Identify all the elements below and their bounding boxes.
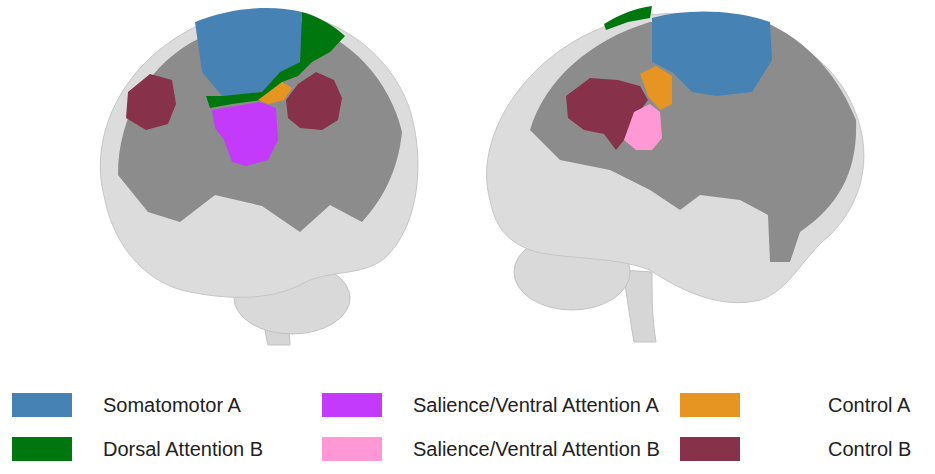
legend-swatch — [680, 437, 740, 461]
control-b-region — [286, 72, 342, 130]
legend-swatch — [322, 437, 382, 461]
salience-b-region — [624, 104, 662, 150]
legend-label: Salience/Ventral Attention B — [413, 437, 660, 461]
somatomotor-a-region — [195, 8, 302, 96]
legend-swatch — [680, 393, 740, 417]
control-b-region — [126, 74, 176, 130]
legend-label: Control B — [828, 437, 911, 461]
legend-label: Salience/Ventral Attention A — [413, 393, 659, 417]
legend-label: Dorsal Attention B — [103, 437, 263, 461]
salience-a-region — [212, 102, 278, 166]
right-brain — [487, 6, 864, 342]
dorsal-attention-b-region — [604, 6, 652, 30]
legend-swatch — [12, 437, 72, 461]
legend-swatch — [322, 393, 382, 417]
legend-label: Control A — [828, 393, 910, 417]
left-brain — [100, 8, 418, 345]
legend-swatch — [12, 393, 72, 417]
legend-label: Somatomotor A — [103, 393, 241, 417]
